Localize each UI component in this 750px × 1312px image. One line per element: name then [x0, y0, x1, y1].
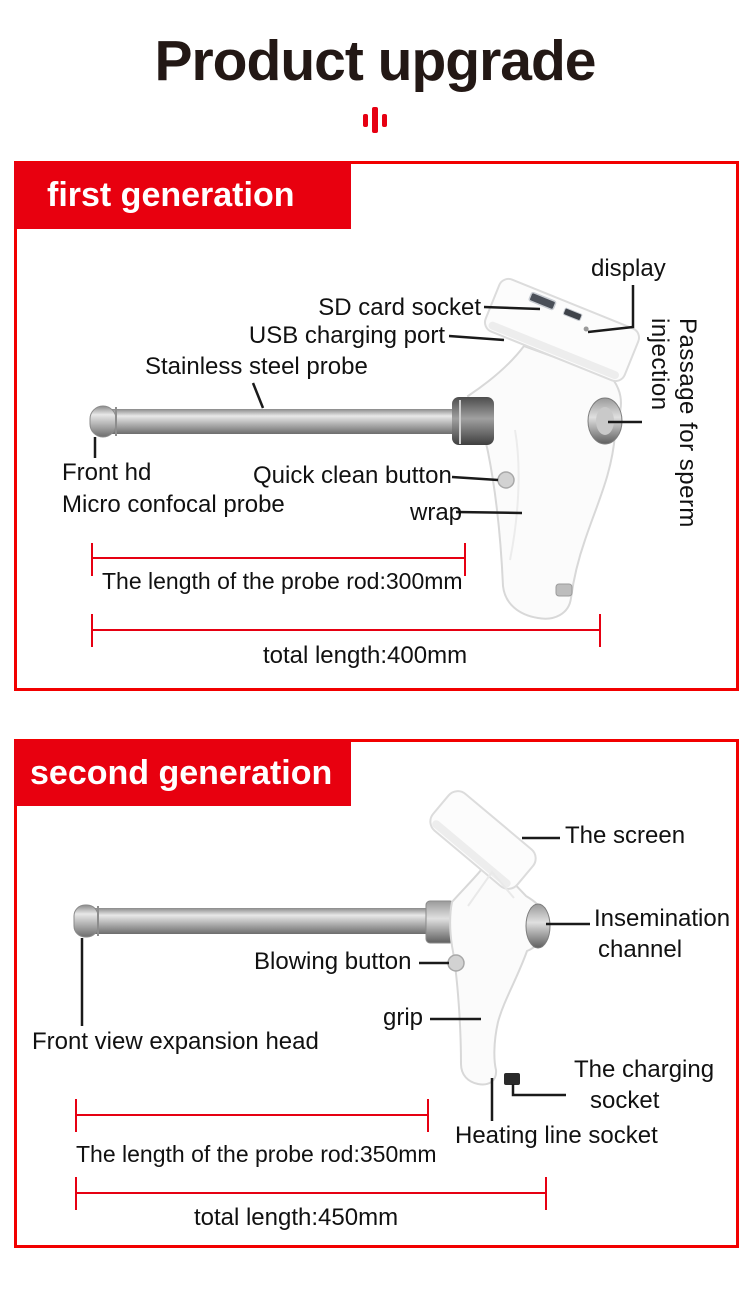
- annotation-lines-1: [93, 285, 642, 515]
- charging-pointer-line: [511, 1084, 566, 1097]
- probe-rod-1: [94, 409, 460, 434]
- probe-tip-1: [89, 405, 117, 438]
- label-insemination: Insemination: [594, 905, 731, 932]
- second-gen-device: [73, 790, 551, 1086]
- sd-card-slot: [528, 291, 557, 311]
- body-shading-1: [509, 429, 520, 561]
- label-stainless-steel-probe: Stainless steel probe: [145, 353, 368, 380]
- second-generation-panel: [14, 739, 739, 1248]
- label-charging-socket: socket: [590, 1087, 660, 1114]
- probe-pointer-line: [251, 382, 265, 409]
- second-generation-banner-label: second generation: [30, 753, 333, 792]
- device-body-2: [449, 856, 541, 1086]
- sd-pointer-line: [483, 305, 541, 311]
- label-grip: grip: [383, 1004, 424, 1031]
- red-bar-middle: [372, 107, 378, 133]
- screen-slab: [429, 790, 537, 890]
- second-generation-banner: second generation: [14, 740, 351, 806]
- red-bar-left: [363, 113, 368, 127]
- mic-hole: [583, 326, 589, 332]
- insemination-channel-port: [525, 903, 551, 949]
- measure-probe-rod-350: The length of the probe rod:350mm: [76, 1141, 437, 1167]
- display-slab-edge: [488, 321, 619, 380]
- charging-nub: [504, 1073, 520, 1085]
- first-generation-banner: first generation: [14, 162, 351, 229]
- quick-clean-button-dot: [497, 471, 515, 489]
- sperm-injection-port-inner: [596, 407, 614, 435]
- probe-tip-2: [73, 904, 99, 938]
- label-display: display: [591, 255, 666, 282]
- measure-probe-rod-300: The length of the probe rod:300mm: [102, 568, 463, 594]
- label-usb-charging-port: USB charging port: [248, 322, 445, 349]
- label-passage-for-sperm-injection: Passage for sperm injection: [646, 318, 701, 528]
- display-slab: [483, 277, 641, 383]
- label-front-view-expansion-head: Front view expansion head: [32, 1028, 319, 1055]
- label-micro-confocal-probe: Micro confocal probe: [62, 491, 285, 518]
- label-front-hd: Front hd: [62, 459, 152, 486]
- label-the-screen: The screen: [565, 822, 686, 849]
- display-pointer-line: [587, 285, 635, 334]
- usb-port: [562, 307, 583, 322]
- label-heating-line-socket: Heating line socket: [455, 1122, 658, 1149]
- first-gen-device: [89, 277, 641, 620]
- grip-nub-1: [555, 583, 573, 597]
- page-title: Product upgrade: [154, 29, 596, 93]
- probe-rod-2: [78, 908, 430, 934]
- first-generation-banner-label: first generation: [47, 176, 295, 214]
- label-insemination-channel: channel: [598, 936, 683, 963]
- label-sd-card-socket: SD card socket: [318, 294, 481, 321]
- measurements-1: [91, 543, 601, 647]
- device-body-1: [466, 344, 622, 620]
- label-blowing-button: Blowing button: [254, 948, 412, 975]
- red-bars-icon: [0, 106, 750, 134]
- measurements-2: [75, 1099, 547, 1210]
- label-the-charging: The charging: [574, 1056, 715, 1083]
- measure-total-450: total length:450mm: [193, 1204, 399, 1231]
- wrap-pointer-line: [455, 510, 523, 515]
- blowing-button-dot: [447, 954, 465, 972]
- quick-clean-pointer-line: [451, 475, 499, 482]
- body-shading-2: [467, 870, 515, 907]
- label-quick-clean-button: Quick clean button: [253, 462, 452, 489]
- screen-slab-edge: [432, 820, 511, 888]
- label-wrap: wrap: [410, 499, 463, 526]
- usb-pointer-line: [448, 334, 505, 342]
- annotation-lines-2: [80, 836, 590, 1121]
- rod-collar-1: [452, 397, 494, 445]
- measure-total-400: total length:400mm: [262, 642, 468, 669]
- red-bar-right: [382, 113, 387, 127]
